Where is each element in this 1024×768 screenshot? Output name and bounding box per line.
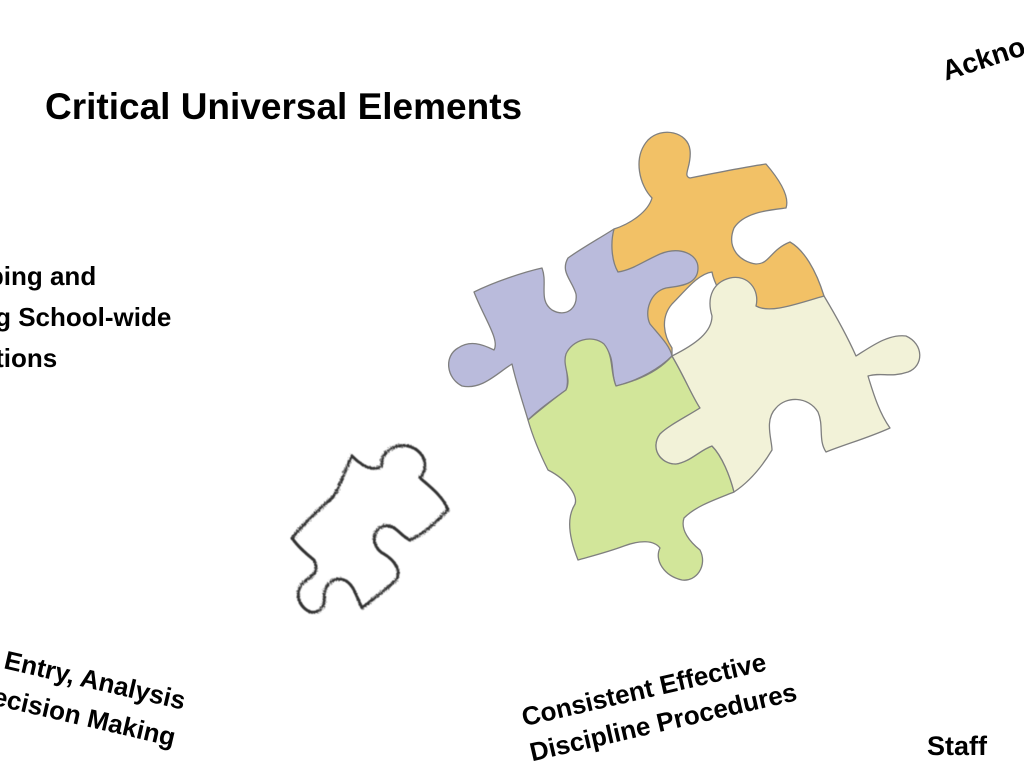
label-staff-text: Staff bbox=[927, 731, 987, 761]
label-line: tations bbox=[0, 343, 58, 373]
slide-title: Critical Universal Elements bbox=[45, 86, 523, 127]
label-staff: Staff bbox=[927, 731, 987, 762]
puzzle-piece-purple-icon bbox=[448, 228, 699, 421]
label-line: oping and bbox=[0, 261, 97, 291]
label-line: ing School-wide bbox=[0, 302, 172, 332]
loose-puzzle-piece-icon bbox=[290, 444, 450, 614]
label-expectations: oping and ing School-wide tations bbox=[0, 256, 171, 379]
puzzle-piece-cream-icon bbox=[655, 276, 921, 493]
